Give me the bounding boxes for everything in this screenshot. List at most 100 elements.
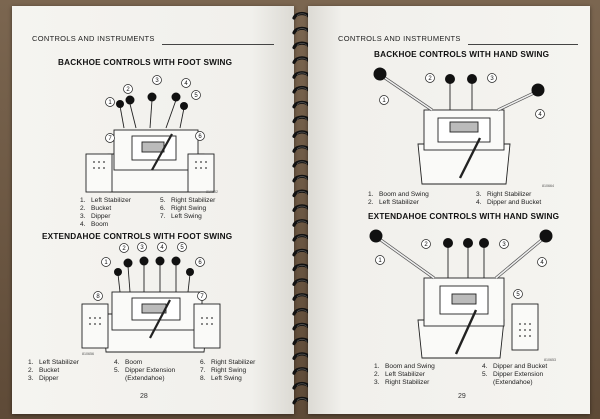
binding-coil-highlight xyxy=(296,383,308,387)
binding-coil-highlight xyxy=(296,102,308,106)
legend-item: 8.Left Swing xyxy=(200,375,242,382)
callout-1: 1 xyxy=(104,260,108,266)
knob xyxy=(539,229,553,243)
legend-item: 7.Right Swing xyxy=(200,367,247,374)
knob xyxy=(369,229,383,243)
binding-coil-highlight xyxy=(296,190,308,194)
callout-4: 4 xyxy=(540,260,544,266)
legend-item: 4.Dipper and Bucket xyxy=(482,363,548,370)
right-page: CONTROLS AND INSTRUMENTS BACKHOE CONTROL… xyxy=(308,6,590,414)
binding-coil-highlight xyxy=(296,264,308,268)
binding-coil-highlight xyxy=(296,131,308,135)
callout-1: 1 xyxy=(378,258,382,264)
legend-item: 3.Dipper xyxy=(28,375,59,382)
page-number: 29 xyxy=(458,393,466,400)
callout-5: 5 xyxy=(180,245,184,251)
legend-item: (Extendahoe) xyxy=(125,375,165,382)
binding-coil-highlight xyxy=(296,42,308,46)
binding-coil-highlight xyxy=(296,72,308,76)
figure-code: 810664 xyxy=(542,184,554,188)
legend-item: 4.Boom xyxy=(80,221,109,228)
left-page-header: CONTROLS AND INSTRUMENTS xyxy=(32,34,155,43)
callout-3: 3 xyxy=(490,76,494,82)
binding-coil-highlight xyxy=(296,28,308,32)
callout-6: 6 xyxy=(198,134,202,140)
binding-coil-highlight xyxy=(296,57,308,61)
binding-coil-highlight xyxy=(296,338,308,342)
binding-coil-highlight xyxy=(296,220,308,224)
binding-coil-highlight xyxy=(296,294,308,298)
callout-4: 4 xyxy=(184,81,188,87)
binding-coil-highlight xyxy=(296,309,308,313)
binding-coil-highlight xyxy=(296,87,308,91)
binding-coil-highlight xyxy=(296,235,308,239)
page-number: 28 xyxy=(140,393,148,400)
knob xyxy=(531,83,545,97)
callout-7: 7 xyxy=(200,294,204,300)
legend-item: 1.Boom and Swing xyxy=(368,191,429,198)
backhoe-hand-swing-figure: 1 2 3 4 xyxy=(373,67,545,185)
legend-item: 2.Bucket xyxy=(80,205,112,212)
callout-5: 5 xyxy=(194,93,198,99)
callout-4: 4 xyxy=(160,245,164,251)
knob xyxy=(373,67,387,81)
backhoe-foot-swing-title: BACKHOE CONTROLS WITH FOOT SWING xyxy=(58,58,233,67)
knob xyxy=(125,95,135,105)
legend-item: 4.Dipper and Bucket xyxy=(476,199,542,206)
binding-coil-highlight xyxy=(296,176,308,180)
knob xyxy=(139,256,149,266)
knob xyxy=(123,258,133,268)
callout-8: 8 xyxy=(96,294,100,300)
extendahoe-hand-swing-figure: 1 2 3 4 5 xyxy=(369,229,553,359)
callout-2: 2 xyxy=(424,242,428,248)
knob xyxy=(114,268,122,276)
legend-item: 1.Left Stabilizer xyxy=(80,197,131,204)
callout-1: 1 xyxy=(108,100,112,106)
legend-item: 3.Right Stabilizer xyxy=(374,379,430,386)
figure-code: 810662 xyxy=(206,190,218,194)
legend-item: 3.Dipper xyxy=(80,213,111,220)
callout-2: 2 xyxy=(428,76,432,82)
knob xyxy=(186,268,194,276)
extendahoe-hand-swing-legend: 1.Boom and Swing 2.Left Stabilizer 3.Rig… xyxy=(374,362,584,394)
callout-2: 2 xyxy=(122,246,126,252)
callout-3: 3 xyxy=(155,78,159,84)
callout-1: 1 xyxy=(382,98,386,104)
manual-spread: CONTROLS AND INSTRUMENTS BACKHOE CONTROL… xyxy=(12,6,590,414)
extendahoe-hand-swing-title: EXTENDAHOE CONTROLS WITH HAND SWING xyxy=(368,212,560,221)
knob xyxy=(467,74,477,84)
knob xyxy=(171,92,181,102)
knob xyxy=(479,238,489,248)
figure-code: 810656 xyxy=(82,352,94,356)
legend-item: 1.Left Stabilizer xyxy=(28,359,79,366)
binding-coil-highlight xyxy=(296,116,308,120)
callout-2: 2 xyxy=(126,87,130,93)
legend-item: 2.Left Stabilizer xyxy=(374,371,425,378)
callout-4: 4 xyxy=(538,112,542,118)
backhoe-hand-swing-legend: 1.Boom and Swing 2.Left Stabilizer 3.Rig… xyxy=(368,190,578,210)
binding-coil-highlight xyxy=(296,324,308,328)
legend-item: 5.Dipper Extension xyxy=(482,371,544,378)
backhoe-hand-swing-title: BACKHOE CONTROLS WITH HAND SWING xyxy=(374,50,550,59)
binding-coil-highlight xyxy=(296,398,308,402)
left-header-rule xyxy=(162,44,274,45)
legend-item: 2.Left Stabilizer xyxy=(368,199,419,206)
extendahoe-foot-swing-title: EXTENDAHOE CONTROLS WITH FOOT SWING xyxy=(42,232,233,241)
binding-coil-highlight xyxy=(296,146,308,150)
backhoe-foot-swing-figure: 1 2 3 4 5 6 7 xyxy=(85,75,215,193)
callout-3: 3 xyxy=(502,242,506,248)
knob xyxy=(147,92,157,102)
knob xyxy=(443,238,453,248)
knob xyxy=(445,74,455,84)
legend-item: (Extendahoe) xyxy=(493,379,533,386)
binding-coil-highlight xyxy=(296,13,308,17)
knob xyxy=(180,102,188,110)
knob xyxy=(171,256,181,266)
left-page: CONTROLS AND INSTRUMENTS BACKHOE CONTROL… xyxy=(12,6,294,414)
knob xyxy=(155,256,165,266)
legend-item: 6.Right Stabilizer xyxy=(200,359,256,366)
binding-coil-highlight xyxy=(296,353,308,357)
callout-3: 3 xyxy=(140,245,144,251)
legend-item: 2.Bucket xyxy=(28,367,60,374)
